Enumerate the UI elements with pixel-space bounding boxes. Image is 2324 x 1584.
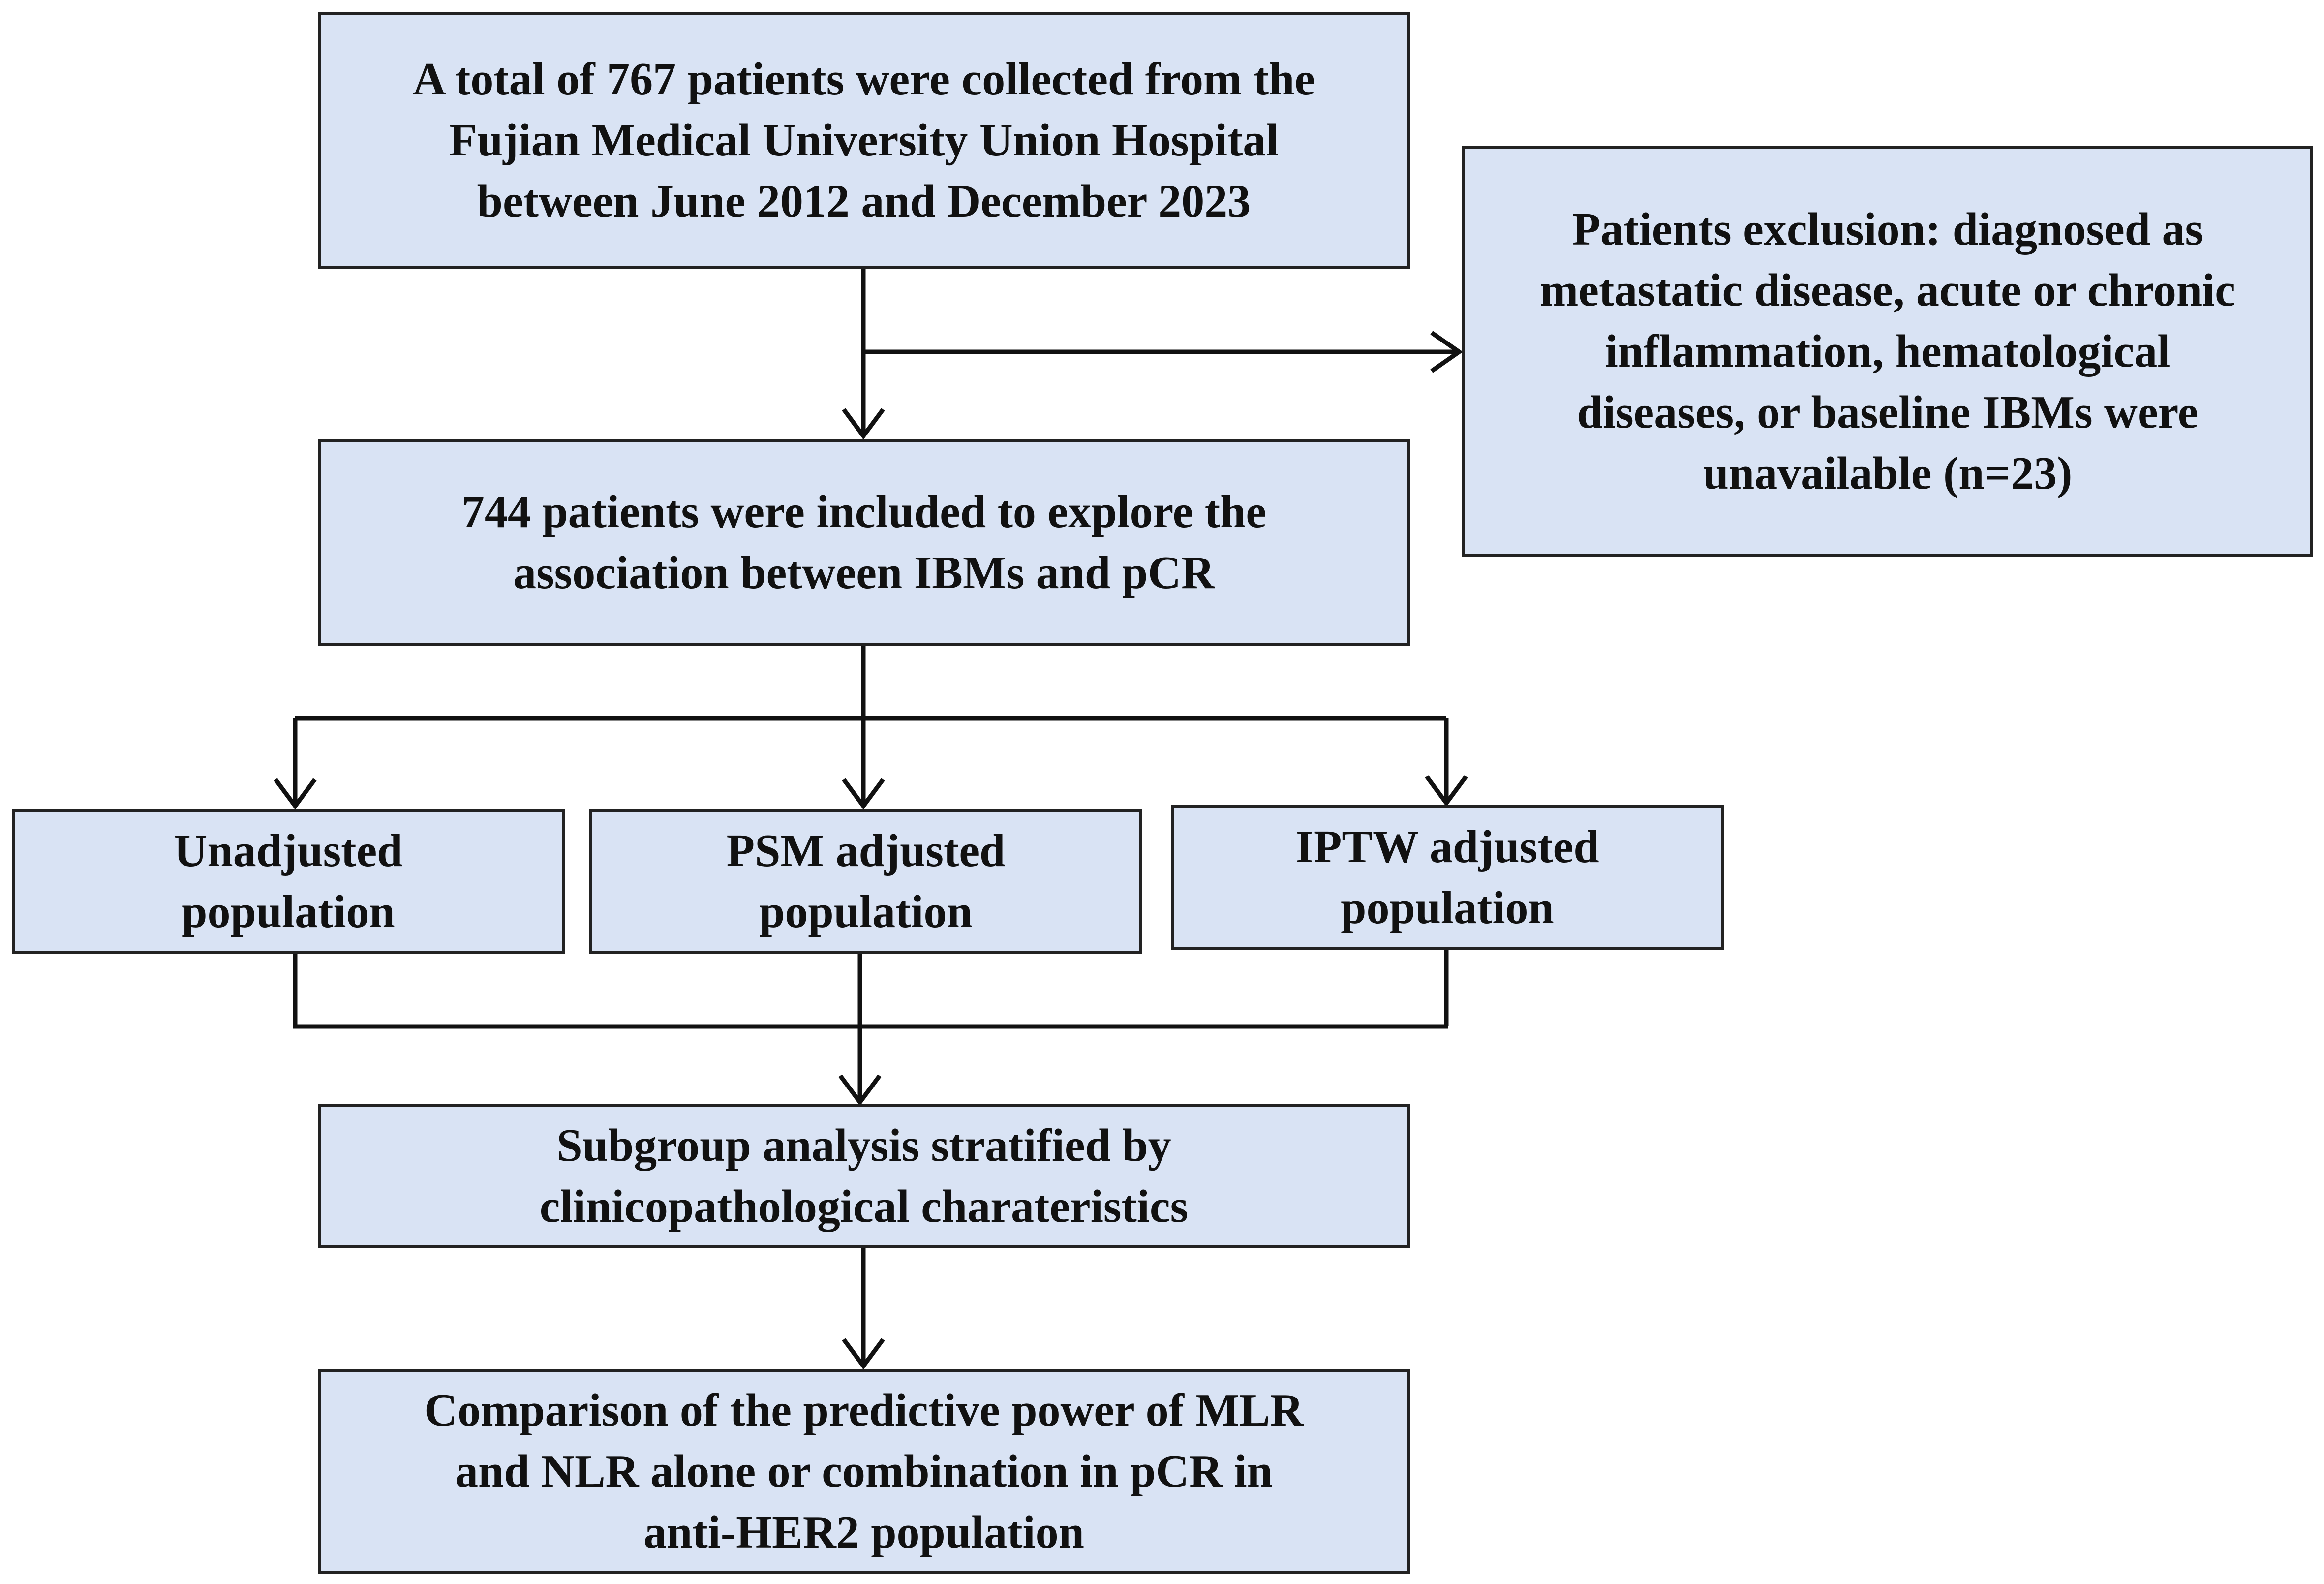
psm-adjusted-text: PSM adjusted population <box>727 820 1006 942</box>
arrowhead-iptw <box>1425 775 1468 807</box>
psm-adjusted-box: PSM adjusted population <box>589 809 1142 954</box>
included-line: association between IBMs and pCR <box>513 547 1215 598</box>
psm-adjusted-line: population <box>759 886 973 937</box>
comparison-line: anti-HER2 population <box>643 1507 1084 1558</box>
exclusion-box: Patients exclusion: diagnosed as metasta… <box>1462 146 2313 557</box>
subgroup-text: Subgroup analysis stratified by clinicop… <box>540 1115 1188 1237</box>
unadjusted-line: population <box>182 886 395 937</box>
comparison-line: and NLR alone or combination in pCR in <box>455 1446 1273 1497</box>
unadjusted-box: Unadjusted population <box>12 809 565 954</box>
iptw-adjusted-text: IPTW adjusted population <box>1295 816 1599 938</box>
unadjusted-text: Unadjusted population <box>174 820 403 942</box>
total-patients-box: A total of 767 patients were collected f… <box>318 12 1410 269</box>
exclusion-line: metastatic disease, acute or chronic <box>1539 265 2236 316</box>
arrowhead-included <box>842 408 885 440</box>
exclusion-line: inflammation, hematological <box>1605 326 2171 377</box>
iptw-adjusted-line: IPTW adjusted <box>1295 821 1599 872</box>
total-patients-line: Fujian Medical University Union Hospital <box>449 115 1279 166</box>
included-line: 744 patients were included to explore th… <box>461 486 1267 537</box>
unadjusted-line: Unadjusted <box>174 825 403 876</box>
total-patients-line: between June 2012 and December 2023 <box>477 176 1251 227</box>
exclusion-line: unavailable (n=23) <box>1703 448 2073 499</box>
subgroup-line: Subgroup analysis stratified by <box>556 1120 1171 1171</box>
iptw-adjusted-line: population <box>1341 882 1554 933</box>
comparison-text: Comparison of the predictive power of ML… <box>424 1380 1304 1563</box>
psm-adjusted-line: PSM adjusted <box>726 825 1006 876</box>
exclusion-line: Patients exclusion: diagnosed as <box>1572 204 2203 255</box>
arrowhead-unadjusted <box>274 778 317 810</box>
total-patients-text: A total of 767 patients were collected f… <box>413 49 1315 232</box>
exclusion-text: Patients exclusion: diagnosed as metasta… <box>1540 199 2235 504</box>
subgroup-line: clinicopathological charateristics <box>539 1181 1189 1232</box>
exclusion-line: diseases, or baseline IBMs were <box>1577 387 2199 438</box>
arrowhead-psm <box>842 778 885 810</box>
arrowhead-subgroup <box>838 1074 882 1106</box>
comparison-box: Comparison of the predictive power of ML… <box>318 1369 1410 1574</box>
comparison-line: Comparison of the predictive power of ML… <box>424 1385 1304 1436</box>
iptw-adjusted-box: IPTW adjusted population <box>1171 805 1724 950</box>
arrowhead-exclusion <box>1430 331 1463 373</box>
included-text: 744 patients were included to explore th… <box>461 481 1266 603</box>
arrowhead-comparison <box>842 1338 885 1370</box>
included-box: 744 patients were included to explore th… <box>318 439 1410 646</box>
subgroup-box: Subgroup analysis stratified by clinicop… <box>318 1104 1410 1248</box>
total-patients-line: A total of 767 patients were collected f… <box>412 54 1315 105</box>
